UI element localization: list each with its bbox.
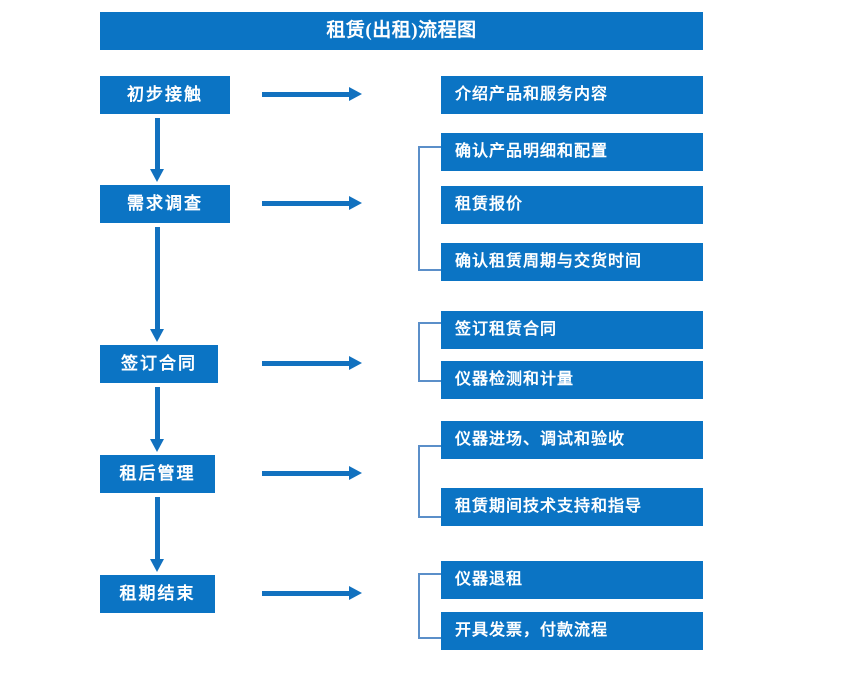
detail-box-3-2[interactable]: 仪器检测和计量 (441, 361, 703, 399)
stage-box-3[interactable]: 签订合同 (100, 345, 218, 383)
horizontal-arrow-3 (262, 354, 362, 374)
stage-box-4[interactable]: 租后管理 (100, 455, 215, 493)
group-bracket-4 (418, 445, 441, 518)
detail-box-2-3[interactable]: 确认租赁周期与交货时间 (441, 243, 703, 281)
horizontal-arrow-1 (262, 85, 362, 105)
detail-box-2-2[interactable]: 租赁报价 (441, 186, 703, 224)
detail-box-5-1[interactable]: 仪器退租 (441, 561, 703, 599)
group-bracket-3 (418, 322, 441, 382)
group-bracket-2 (418, 146, 441, 271)
stage-box-2[interactable]: 需求调查 (100, 185, 230, 223)
stage-box-5[interactable]: 租期结束 (100, 575, 215, 613)
horizontal-arrow-4 (262, 464, 362, 484)
group-bracket-5 (418, 573, 441, 639)
detail-box-2-1[interactable]: 确认产品明细和配置 (441, 133, 703, 171)
horizontal-arrow-2 (262, 194, 362, 214)
detail-box-5-2[interactable]: 开具发票，付款流程 (441, 612, 703, 650)
vertical-arrow-1-to-2 (148, 118, 168, 182)
page-title: 租赁(出租)流程图 (100, 12, 703, 50)
detail-box-4-1[interactable]: 仪器进场、调试和验收 (441, 421, 703, 459)
vertical-arrow-2-to-3 (148, 227, 168, 342)
vertical-arrow-4-to-5 (148, 497, 168, 572)
detail-box-3-1[interactable]: 签订租赁合同 (441, 311, 703, 349)
horizontal-arrow-5 (262, 584, 362, 604)
vertical-arrow-3-to-4 (148, 387, 168, 452)
detail-box-4-2[interactable]: 租赁期间技术支持和指导 (441, 488, 703, 526)
stage-box-1[interactable]: 初步接触 (100, 76, 230, 114)
detail-box-1-1[interactable]: 介绍产品和服务内容 (441, 76, 703, 114)
